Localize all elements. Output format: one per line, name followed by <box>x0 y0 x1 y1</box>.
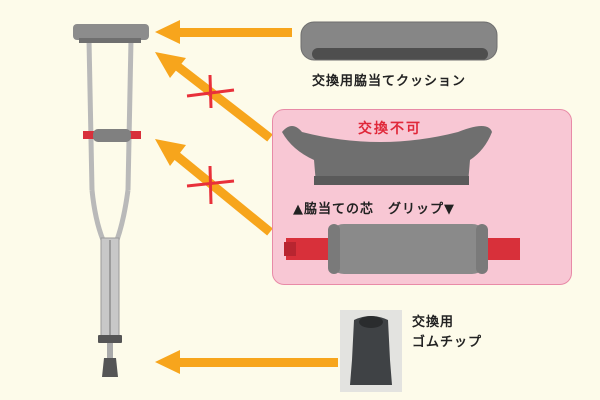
non-replaceable-panel <box>272 109 572 285</box>
cross-mark-core <box>186 74 235 109</box>
arrow-left-to-armpad <box>155 20 292 44</box>
tip-label-line2: ゴムチップ <box>412 335 483 350</box>
arrow-left-to-tip <box>155 350 338 374</box>
crutch-illustration <box>73 24 149 377</box>
cushion-label: 交換用脇当てクッション <box>312 74 467 89</box>
arrow-to-grip-crossed <box>155 139 273 236</box>
cross-mark-grip <box>186 165 235 205</box>
armpad-cushion-image <box>300 21 498 61</box>
core-and-grip-label: ▲脇当ての芯 グリップ▼ <box>293 202 455 217</box>
not-replaceable-label: 交換不可 <box>358 121 422 137</box>
tip-label-line1: 交換用 <box>412 315 455 330</box>
arrow-to-armpad-core-crossed <box>155 52 273 142</box>
